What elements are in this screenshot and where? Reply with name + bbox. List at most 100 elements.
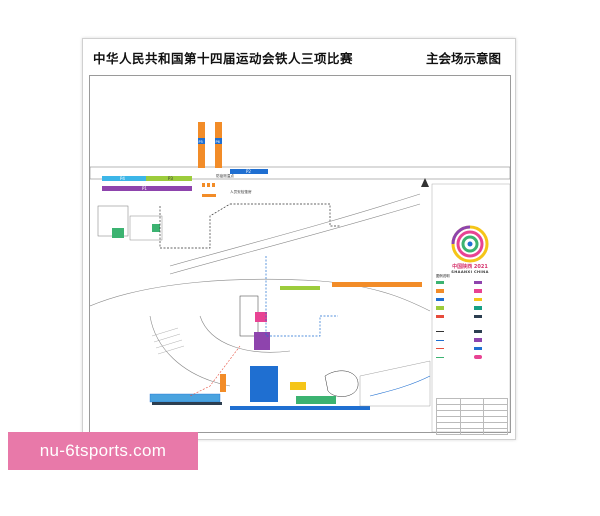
route-dashed-1 xyxy=(159,203,231,249)
tent-3 xyxy=(212,183,215,187)
green-strip xyxy=(280,286,320,290)
games-logo-emblem-icon xyxy=(451,225,489,263)
legend-item xyxy=(436,289,471,294)
legend-item xyxy=(473,306,509,311)
legend-grid xyxy=(434,280,510,319)
road-curve-3 xyxy=(199,315,291,353)
parking-p5-label: P5 xyxy=(199,140,203,144)
legend-item xyxy=(473,355,509,360)
route-dashed-2 xyxy=(230,203,340,227)
map-subtitle: 主会场示意图 xyxy=(425,51,501,66)
road-curve-1 xyxy=(90,278,431,312)
road-upper xyxy=(90,166,510,180)
legend-swatch xyxy=(436,280,444,285)
legend-item xyxy=(473,329,509,334)
legend-swatch xyxy=(473,338,482,342)
orange-strip xyxy=(332,282,422,287)
logo-cn-text: 中国陕西 2021 xyxy=(452,264,488,270)
road-curve-2 xyxy=(149,315,231,387)
legend-item xyxy=(473,297,509,302)
parking-p1[interactable] xyxy=(102,186,192,191)
parking-p5[interactable] xyxy=(198,122,205,168)
parking-p1-label: P1 xyxy=(142,186,147,191)
legend-swatch xyxy=(473,314,482,319)
security-tent-label: 人员安检篷房 xyxy=(230,189,252,194)
legend-swatch xyxy=(473,306,482,310)
parking-p5-sign xyxy=(198,138,205,144)
info-table xyxy=(436,398,508,435)
legend-item xyxy=(436,338,471,343)
legend-title: 图例说明 xyxy=(436,274,450,278)
legend-item xyxy=(473,346,509,351)
legend-item xyxy=(473,338,509,343)
pond xyxy=(324,370,359,397)
venue-map: P4 P3 P1 P2 P5 P6 防疫测温点 人员安检篷房 xyxy=(90,122,510,432)
parking-p2-label: P2 xyxy=(246,169,251,174)
logo-en-text: SHAANXI CHINA xyxy=(451,270,489,274)
tent-1 xyxy=(202,183,205,187)
pink-block xyxy=(255,312,267,322)
checkpoint-label: 防疫测温点 xyxy=(216,173,234,178)
road-right-blue xyxy=(369,375,431,397)
legend-line xyxy=(436,348,444,349)
legend-item xyxy=(436,346,471,351)
tent-2 xyxy=(207,183,210,187)
road-diagonal-1 xyxy=(169,193,421,267)
legend-item xyxy=(473,289,509,294)
swim-lane-edge xyxy=(152,402,222,405)
legend-line xyxy=(436,356,444,358)
north-arrow-icon xyxy=(421,178,429,187)
parking-p4-label: P4 xyxy=(120,176,125,181)
watermark-banner: nu-6tsports.com xyxy=(8,432,198,470)
green-bar-lower xyxy=(296,396,336,404)
legend-item xyxy=(473,280,509,285)
parking-lot xyxy=(151,327,185,355)
legend-item xyxy=(436,355,471,360)
main-stage-blue[interactable] xyxy=(250,366,278,402)
parking-p3-label: P3 xyxy=(168,176,173,181)
legend-swatch xyxy=(436,297,444,302)
finish-line-blue xyxy=(230,406,370,410)
games-logo: 中国陕西 2021 SHAANXI CHINA xyxy=(442,224,498,280)
legend-swatch xyxy=(473,289,482,293)
legend-item xyxy=(436,280,471,285)
road-diagonal-2 xyxy=(169,203,421,275)
legend-line xyxy=(436,339,444,341)
legend-swatch xyxy=(473,297,482,302)
table-row xyxy=(436,428,508,435)
purple-block xyxy=(254,332,270,350)
legend-swatch xyxy=(436,289,444,293)
parking-p2[interactable] xyxy=(230,169,268,174)
tent-row xyxy=(202,194,216,197)
orange-tent-lower xyxy=(220,374,226,392)
legend-item xyxy=(436,314,471,319)
yellow-block xyxy=(290,382,306,390)
legend-swatch xyxy=(436,314,444,319)
legend-item xyxy=(436,306,471,311)
legend-line xyxy=(436,331,444,332)
legend-swatch xyxy=(436,306,444,310)
map-title: 中华人民共和国第十四届运动会铁人三项比赛 xyxy=(93,51,354,66)
legend-item xyxy=(436,329,471,334)
legend-item xyxy=(473,314,509,319)
swim-lane xyxy=(149,393,221,403)
parking-p4[interactable] xyxy=(102,176,146,181)
legend-swatch xyxy=(473,355,482,359)
green-block xyxy=(112,228,124,238)
building-mid xyxy=(129,215,163,241)
parking-p6[interactable] xyxy=(215,122,222,168)
legend-swatch xyxy=(473,280,482,285)
parking-p6-sign xyxy=(215,138,222,144)
legend: 图例说明 xyxy=(434,272,510,516)
route-red-dashed xyxy=(189,345,241,397)
parking-p6-label: P6 xyxy=(216,140,220,144)
legend-grid-lines xyxy=(434,329,510,360)
green-block-2 xyxy=(152,224,160,232)
parking-p3[interactable] xyxy=(146,176,192,181)
map-sheet: 中华人民共和国第十四届运动会铁人三项比赛 主会场示意图 P4 P3 P1 P2 … xyxy=(82,38,516,440)
legend-swatch xyxy=(473,329,482,334)
map-frame: P4 P3 P1 P2 P5 P6 防疫测温点 人员安检篷房 xyxy=(89,75,511,435)
legend-swatch xyxy=(473,346,482,351)
lower-right-area xyxy=(359,360,431,407)
legend-item xyxy=(436,297,471,302)
